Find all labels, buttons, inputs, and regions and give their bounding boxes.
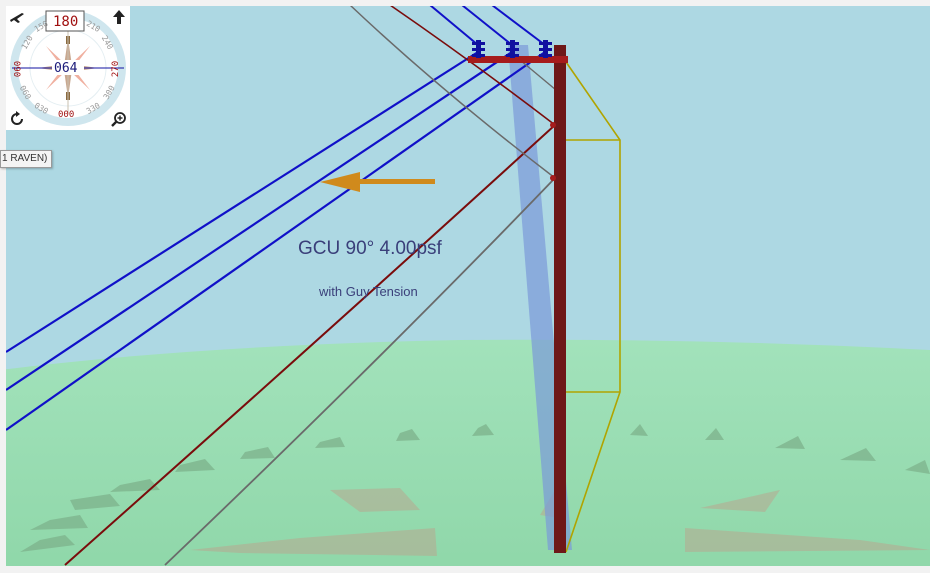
heading-readout-right: 270 [111,60,122,78]
zoom-in-icon[interactable] [110,110,128,128]
conductor-wire-1 [5,51,479,353]
guy-span-upper [519,59,557,91]
load-case-title: GCU 90° 4.00psf [298,238,442,259]
heading-readout-top: 180 [53,14,79,30]
viewport-bottom-border [0,566,930,573]
ground-markers [20,424,930,552]
heading-readout-center: 064 [54,61,78,76]
load-case-subtitle: with Guy Tension [319,284,418,299]
compass-dial[interactable] [6,6,130,130]
guy-wire-back [349,4,556,179]
plane-icon[interactable] [8,8,26,26]
guy-outline [565,61,621,553]
attachment-point-1 [550,122,556,128]
guy-wire-front [164,177,556,566]
wind-load-arrow [320,172,435,192]
insulator-2 [506,40,519,58]
crossarm [468,56,568,63]
up-arrow-icon[interactable] [110,8,128,26]
insulators [472,40,552,58]
ground-plane [0,339,930,573]
viewport-left-border [0,0,6,573]
pole-body [554,45,566,553]
compass-widget[interactable]: 180 064 000 090 270 120 150 210 240 300 … [6,6,130,130]
attachment-point-2 [550,175,556,181]
conductor-wire-3 [5,51,546,431]
conductor-wire-2 [5,51,513,391]
conductor-wire-4 [429,4,479,46]
insulator-3 [539,40,552,58]
heading-readout-left: 090 [11,60,22,78]
conductor-wire-5 [461,4,513,46]
rotate-icon[interactable] [8,110,26,128]
wire-spans [5,4,557,566]
conductor-wire-6 [491,4,546,46]
viewport-top-border [0,0,930,6]
insulator-1 [472,40,485,58]
neutral-wire-front [64,124,556,566]
utility-pole [468,45,568,553]
heading-readout-bottom: 000 [58,110,75,120]
tooltip: 1 RAVEN) [0,150,53,168]
